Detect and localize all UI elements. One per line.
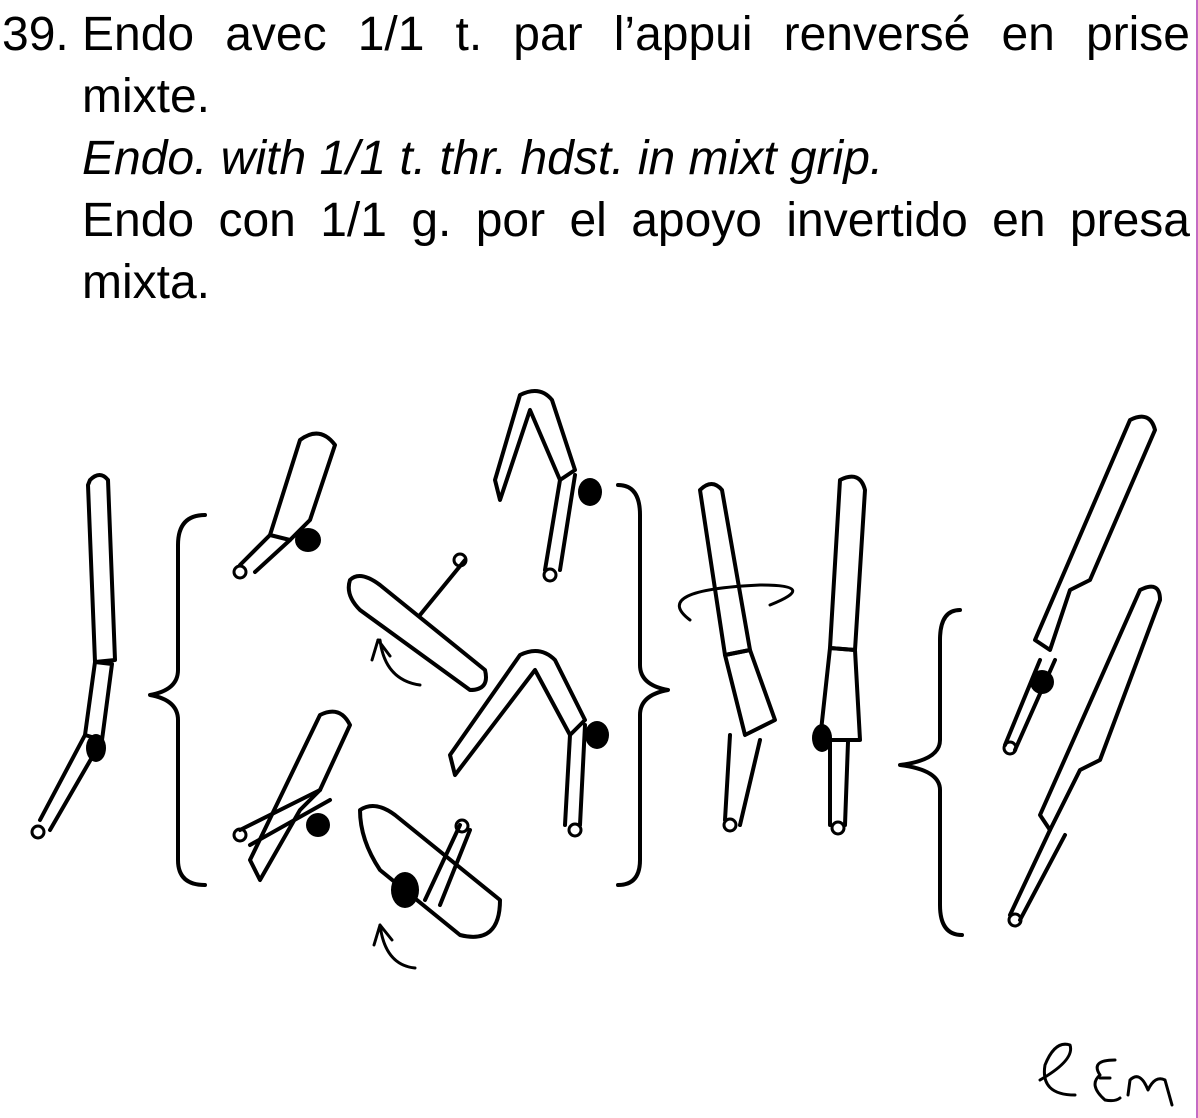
- signature-stroke: [1040, 1044, 1172, 1105]
